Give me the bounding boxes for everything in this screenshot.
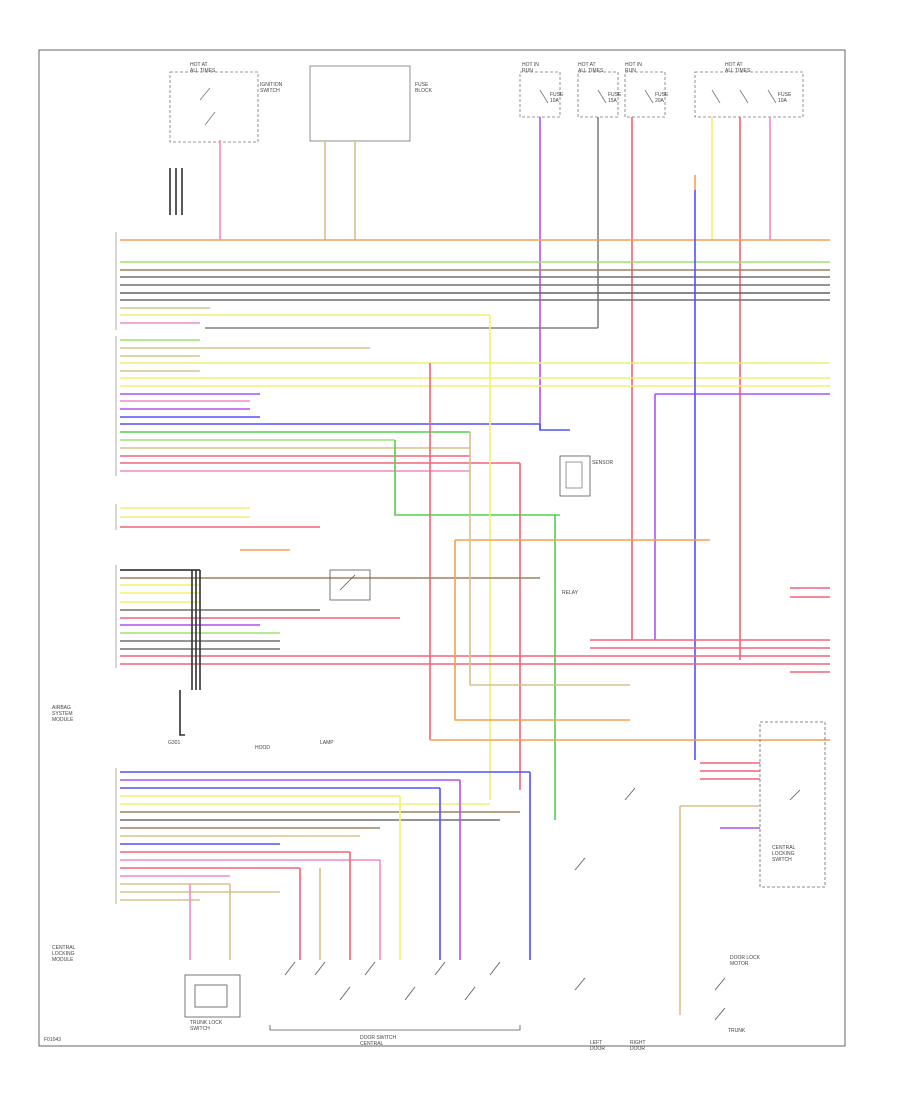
- right-module-wires: [679, 762, 760, 1015]
- ground-label: G301: [168, 740, 181, 746]
- bottom-verticals: [189, 772, 531, 960]
- right-door-label: RIGHT DOOR: [630, 1040, 646, 1052]
- sensor-box: [559, 455, 591, 497]
- fuse-b-label: FUSE 15A: [608, 92, 622, 104]
- top-components: [169, 65, 804, 143]
- fuse-c-label: FUSE 20A: [655, 92, 669, 104]
- lower-middle-bus: [120, 432, 830, 741]
- top-fuse-3-label: HOT IN RUN: [625, 62, 642, 74]
- sensor-label: SENSOR: [592, 460, 614, 466]
- bottom-center-label: DOOR SWITCH CENTRAL: [360, 1035, 397, 1047]
- fuse-box-3: [624, 71, 666, 118]
- sensor-inner: [565, 461, 583, 489]
- control-module-box: [309, 65, 411, 142]
- bottom-switches: [184, 787, 726, 1031]
- top-fuse-left-label: HOT AT ALL TIMES: [190, 62, 216, 74]
- dash-lamp-label: LAMP: [320, 740, 334, 746]
- left-module-label: AIRBAG SYSTEM MODULE: [52, 705, 74, 723]
- top-fuse-2-label: HOT AT ALL TIMES: [578, 62, 604, 74]
- relay-label: RELAY: [562, 590, 579, 596]
- right-lower-label: DOOR LOCK MOTOR: [730, 955, 761, 967]
- figure-number: F01043: [44, 1037, 61, 1043]
- fuse-a-label: FUSE 10A: [550, 92, 564, 104]
- relay-symbol: [329, 569, 371, 601]
- left-door-label: LEFT DOOR: [590, 1040, 605, 1052]
- ignition-switch-box: [169, 71, 259, 143]
- fuse-d-label: FUSE 10A: [778, 92, 792, 104]
- trunk-label: TRUNK: [728, 1028, 746, 1034]
- right-module-switch: [789, 789, 801, 801]
- top-fuse-1-label: HOT IN RUN: [522, 62, 539, 74]
- bottom-bus: [120, 771, 530, 901]
- fuse-block-label: FUSE BLOCK: [415, 82, 432, 94]
- middle-bus: [120, 339, 830, 472]
- fuse-box-4: [694, 71, 804, 118]
- bottom-left-module-label: TRUNK LOCK SWITCH: [190, 1020, 223, 1032]
- left-lower-module-label: CENTRAL LOCKING MODULE: [52, 945, 76, 963]
- right-module-box: [759, 721, 826, 888]
- black-cluster: [169, 168, 201, 736]
- diagram-frame: [38, 49, 846, 1047]
- ignition-label: IGNITION SWITCH: [260, 82, 283, 94]
- main-bus: [120, 239, 830, 329]
- middle-verticals: [394, 190, 696, 820]
- top-fuse-right-label: HOT AT ALL TIMES: [725, 62, 751, 74]
- hood-label: HOOD: [255, 745, 270, 751]
- right-module-label: CENTRAL LOCKING SWITCH: [772, 845, 796, 863]
